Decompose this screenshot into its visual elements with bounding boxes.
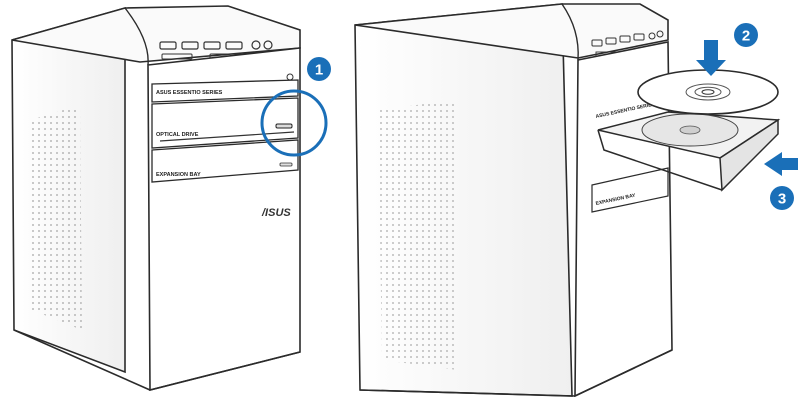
optical-disc <box>638 70 778 114</box>
left-tower-vent <box>30 105 82 330</box>
left-label-top: ASUS ESSENTIO SERIES <box>156 90 223 96</box>
step-1-badge: 1 <box>307 57 331 81</box>
step-2-badge: 2 <box>734 23 758 47</box>
step-3-badge: 3 <box>770 186 794 210</box>
step-3-number: 3 <box>778 191 786 208</box>
right-tower-vent <box>378 100 458 370</box>
left-arrow-icon <box>764 152 798 176</box>
step-2-number: 2 <box>742 28 750 45</box>
left-label-bay: EXPANSION BAY <box>156 172 201 178</box>
left-eject-button[interactable] <box>276 124 292 128</box>
left-computer-tower: ASUS ESSENTIO SERIES OPTICAL DRIVE EXPAN… <box>12 6 300 390</box>
left-label-optical: OPTICAL DRIVE <box>156 132 199 138</box>
right-computer-tower: ASUS ESSENTIO SERIES EXPANSION BAY <box>355 4 672 396</box>
left-asus-logo: /ISUS <box>261 207 291 219</box>
step-1-number: 1 <box>315 62 323 79</box>
